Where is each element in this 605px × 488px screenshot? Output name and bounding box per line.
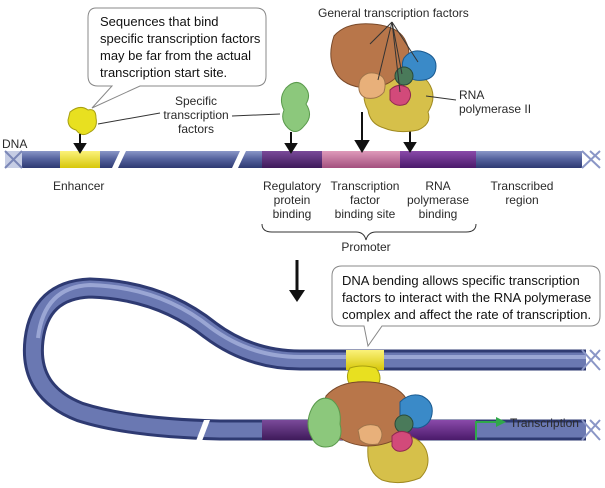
bottom-callout-bubble (331, 265, 601, 348)
process-arrow (289, 260, 305, 302)
binding-arrows (73, 112, 417, 154)
bottom-callout-text: DNA bending allows specific transcriptio… (342, 272, 598, 323)
transcription-arrow (475, 417, 506, 440)
green-factor-icon (280, 82, 310, 132)
tf-site-label: Transcription factor binding site (324, 179, 406, 221)
specific-line-2: transcription (163, 108, 229, 122)
bent-green-factor-icon (307, 397, 342, 448)
regulatory-line-2: protein (273, 193, 311, 207)
rna-pol-line-2: polymerase II (459, 102, 532, 116)
transcribed-region-label: Transcribed region (484, 179, 560, 207)
bent-dna-strand (22, 277, 601, 441)
tf-site-line-3: binding site (334, 207, 396, 221)
dna-label: DNA (2, 137, 28, 151)
tf-site-line-1: Transcription (330, 179, 400, 193)
rna-pol-line-1: RNA (459, 88, 485, 102)
bent-teal-factor-icon (394, 414, 414, 434)
pink-factor-icon (389, 84, 412, 106)
promoter-bracket (261, 223, 477, 241)
polymerase-segment (400, 151, 476, 168)
tf-site-segment (322, 151, 400, 168)
top-callout-line-1: Sequences that bind (100, 14, 219, 29)
specific-factors-label: Specific transcription factors (156, 94, 236, 136)
bent-enhancer-segment (346, 350, 384, 370)
top-callout-text: Sequences that bind specific transcripti… (100, 13, 266, 81)
bent-regulatory-segment (262, 420, 322, 440)
enhancer-label: Enhancer (53, 179, 105, 193)
general-factor-leaders (369, 21, 457, 101)
promoter-label: Promoter (341, 240, 391, 254)
transcription-label: Transcription (510, 416, 579, 430)
bent-orange-factor-icon (357, 424, 383, 445)
polymerase-line-1: RNA (425, 179, 451, 193)
top-callout-line-3: may be far from the actual (100, 48, 252, 63)
general-factors-label: General transcription factors (318, 6, 469, 20)
specific-line-3: factors (177, 122, 214, 136)
bottom-callout-line-1: DNA bending allows specific transcriptio… (342, 273, 580, 288)
regulatory-line-3: binding (272, 207, 312, 221)
leader-yellow (97, 112, 161, 125)
regulatory-segment (262, 151, 322, 168)
specific-line-1: Specific (174, 94, 218, 108)
top-callout-bubble (87, 7, 267, 109)
regulatory-label: Regulatory protein binding (254, 179, 330, 221)
bottom-callout-line-3: complex and affect the rate of transcrip… (342, 307, 592, 322)
teal-factor-icon (394, 66, 414, 86)
yellow-factor-icon (67, 106, 97, 136)
top-callout-line-4: transcription start site. (100, 65, 228, 80)
tf-site-line-2: factor (349, 193, 380, 207)
transcribed-line-1: Transcribed (490, 179, 554, 193)
regulatory-line-1: Regulatory (262, 179, 322, 193)
polymerase-line-2: polymerase (406, 193, 470, 207)
orange-factor-icon (358, 72, 386, 99)
bottom-callout-line-2: factors to interact with the RNA polymer… (342, 290, 592, 305)
leader-green (231, 113, 281, 117)
enhancer-segment (60, 151, 100, 168)
bent-pink-factor-icon (391, 430, 413, 452)
polymerase-binding-label: RNA polymerase binding (400, 179, 476, 221)
rna-polymerase-label: RNA polymerase II (459, 88, 531, 116)
top-complex (330, 23, 437, 133)
polymerase-line-3: binding (418, 207, 458, 221)
transcribed-line-2: region (505, 193, 539, 207)
bottom-complex (307, 381, 433, 484)
top-callout-line-2: specific transcription factors (100, 31, 261, 46)
